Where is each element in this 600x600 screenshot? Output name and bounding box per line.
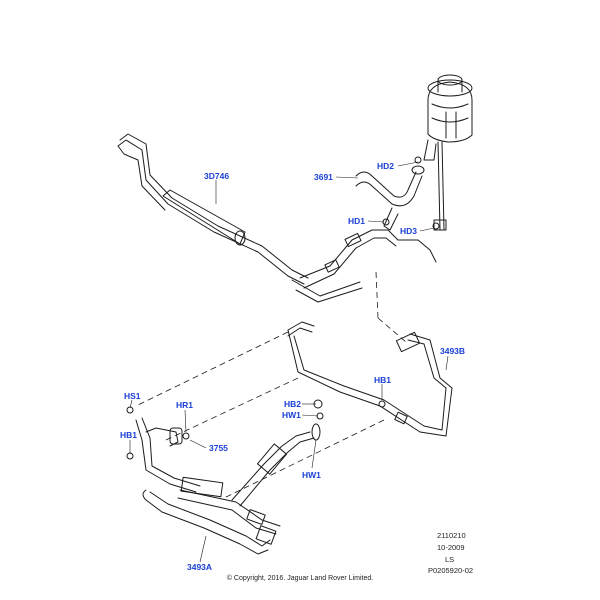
callout-hw1-lower: HW1 (302, 470, 321, 480)
callout-hd2: HD2 (377, 161, 395, 171)
hose-3691 (355, 156, 440, 231)
diagram-date: 10-2009 (437, 543, 465, 552)
callout-3691: 3691 (314, 172, 333, 182)
callout-3755: 3755 (209, 443, 228, 453)
callout-hr1: HR1 (176, 400, 194, 410)
callout-3493b: 3493B (440, 346, 466, 356)
callout-hb2: HB2 (284, 399, 302, 409)
callout-3d746: 3D746 (204, 171, 230, 181)
diagram-ref-number: 2110210 (437, 531, 466, 540)
callout-hs1: HS1 (124, 391, 141, 401)
pipe-3493a-assembly (126, 399, 324, 555)
callout-leaders (129, 161, 449, 563)
callout-hd1: HD1 (348, 216, 366, 226)
callout-3493a: 3493A (187, 562, 213, 572)
callout-hb1-left: HB1 (120, 430, 138, 440)
cooler-pipe-3d746 (117, 133, 437, 303)
callout-hd3: HD3 (400, 226, 418, 236)
diagram-part-id: P0205920-02 (428, 566, 474, 575)
fluid-reservoir (423, 74, 473, 231)
dashed-relation-lines (135, 271, 407, 499)
callout-hw1-upper: HW1 (282, 410, 301, 420)
diagram-code: LS (445, 555, 455, 564)
callout-hb1-right: HB1 (374, 375, 392, 385)
copyright-notice: © Copyright, 2016. Jaguar Land Rover Lim… (226, 575, 374, 582)
pipe-3493b (287, 321, 453, 437)
